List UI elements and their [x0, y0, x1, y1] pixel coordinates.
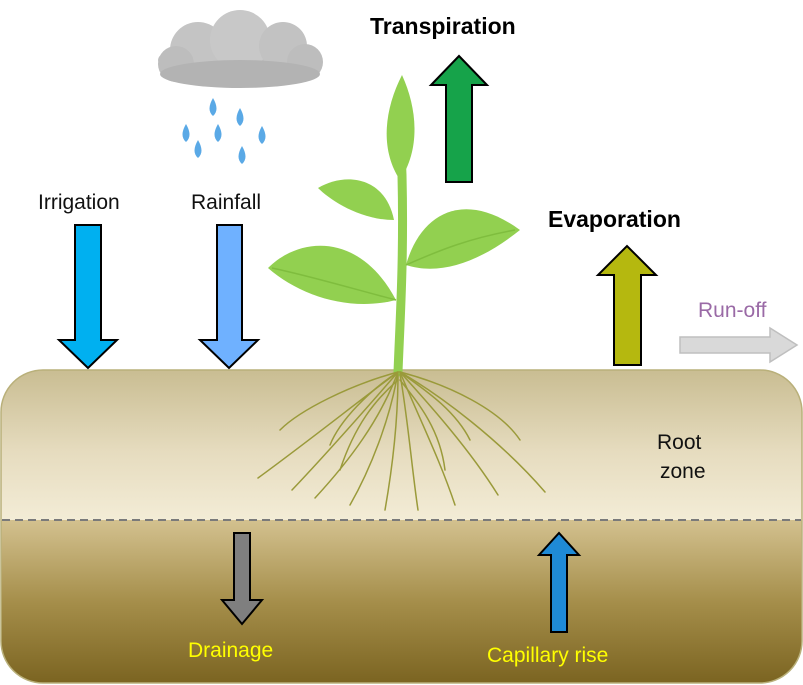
root-zone-label-line1: Root — [657, 431, 702, 454]
seedling-icon — [268, 75, 520, 377]
capillary-rise-label: Capillary rise — [487, 644, 609, 667]
rainfall-arrow — [197, 224, 261, 370]
root-zone-layer — [1, 370, 802, 520]
transpiration-label: Transpiration — [370, 13, 516, 39]
evaporation-label: Evaporation — [548, 206, 681, 232]
drainage-arrow — [219, 532, 265, 626]
raindrops-icon — [182, 98, 266, 164]
drainage-label: Drainage — [188, 639, 274, 662]
irrigation-arrow — [56, 224, 120, 370]
roots-icon — [257, 371, 546, 511]
evaporation-arrow — [595, 244, 659, 366]
runoff-arrow — [679, 326, 799, 364]
capillary-rise-arrow — [536, 531, 582, 633]
cloud-icon — [158, 10, 323, 88]
transpiration-arrow — [428, 54, 490, 183]
soil — [0, 369, 803, 684]
irrigation-label: Irrigation — [38, 191, 120, 214]
subsoil-layer — [1, 520, 802, 683]
runoff-label: Run-off — [698, 299, 767, 322]
root-zone-label-line2: zone — [660, 460, 706, 483]
rainfall-label: Rainfall — [191, 191, 262, 214]
